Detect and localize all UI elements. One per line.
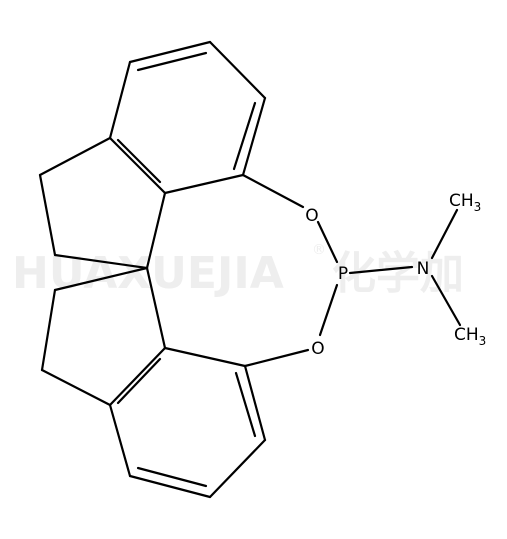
atom-labels: O P O N CH3 CH3 — [305, 191, 486, 359]
nitrogen-atom: N — [417, 259, 430, 279]
bond — [38, 173, 57, 257]
bond — [430, 208, 459, 260]
bond — [108, 346, 167, 407]
bond — [243, 364, 267, 442]
methyl-lower-subscript: 3 — [479, 334, 487, 348]
bond — [136, 466, 208, 488]
bond — [348, 265, 414, 275]
methyl-group-lower: CH3 — [454, 325, 486, 348]
bond — [116, 357, 162, 405]
bond — [234, 371, 257, 438]
methyl-group-upper: CH3 — [449, 191, 481, 214]
watermark-registered-mark: ® — [312, 242, 326, 258]
bond — [163, 346, 247, 368]
bond — [145, 266, 167, 350]
methyl-upper-subscript: 3 — [474, 200, 482, 214]
bond-lines — [38, 40, 462, 499]
bond — [40, 288, 57, 372]
bond — [108, 403, 132, 478]
phosphorus-atom: P — [338, 264, 348, 284]
bond — [108, 136, 167, 195]
bond — [241, 173, 305, 209]
bond — [53, 266, 149, 292]
bond — [208, 40, 267, 100]
bond — [108, 60, 132, 140]
bond — [208, 438, 267, 499]
bond — [232, 101, 257, 171]
methyl-lower-ch: CH — [454, 325, 479, 345]
bond — [243, 348, 310, 368]
bond — [40, 368, 112, 407]
bond — [128, 474, 212, 499]
bond — [318, 283, 339, 337]
watermark: HUAXUEJIA ® 化学加 — [12, 242, 464, 299]
bond — [53, 253, 149, 270]
bond — [145, 191, 167, 270]
methyl-upper-ch: CH — [449, 191, 474, 211]
bond — [136, 51, 208, 72]
bond — [128, 40, 212, 64]
bond — [316, 220, 339, 264]
bond — [241, 96, 267, 177]
bond — [430, 274, 462, 327]
bond — [38, 136, 112, 177]
bond — [116, 138, 162, 184]
oxygen-atom-upper: O — [305, 206, 318, 226]
bond — [163, 173, 245, 195]
oxygen-atom-lower: O — [311, 339, 324, 359]
